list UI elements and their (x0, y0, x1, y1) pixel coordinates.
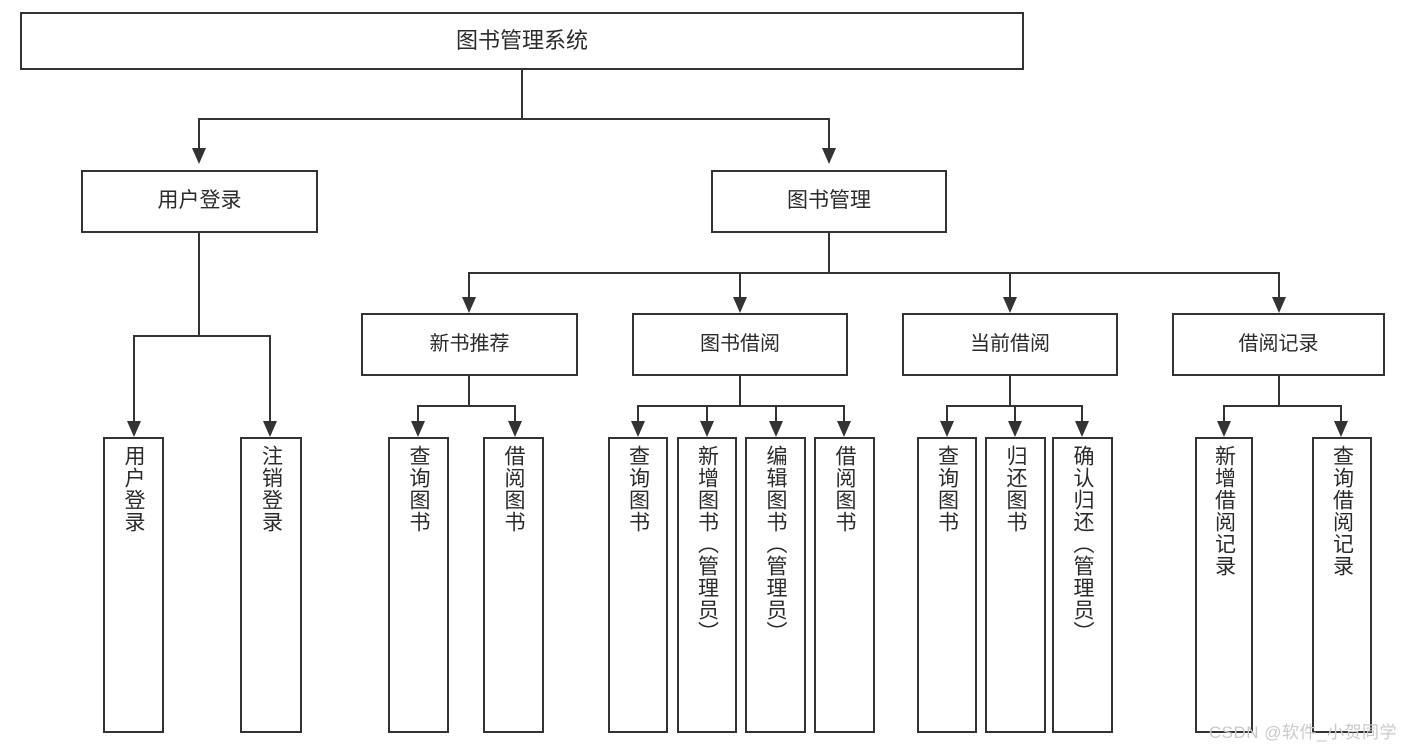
leaf-label: 新增借阅记录 (1212, 445, 1236, 577)
leaf-label: 借阅图书 (833, 445, 856, 533)
arrowhead-cb-leaf-2 (1008, 421, 1022, 437)
leaf-user-login-login[interactable]: 用户登录 (103, 437, 164, 733)
leaf-user-login-logout[interactable]: 注销登录 (240, 437, 302, 733)
connector-new-book-stem (468, 376, 470, 405)
arrowhead-nb-leaf-1 (411, 421, 425, 437)
leaf-label: 注销登录 (259, 445, 283, 533)
arrowhead-ul-leaf-1 (127, 421, 141, 437)
leaf-label: 新增图书（管理员） (695, 445, 719, 643)
connector-drop-new-book (468, 272, 470, 299)
node-label: 用户登录 (157, 189, 242, 213)
arrowhead-cb-leaf-3 (1075, 421, 1089, 437)
node-label: 图书管理系统 (455, 28, 588, 54)
connector-drop-bb-leaf-2 (706, 405, 708, 423)
connector-book-manage-stem (828, 233, 830, 272)
leaf-book-borrow-borrow[interactable]: 借阅图书 (814, 437, 875, 733)
node-label: 图书借阅 (700, 332, 780, 355)
leaf-label: 确认归还（管理员） (1071, 445, 1094, 643)
node-current-borrow[interactable]: 当前借阅 (902, 313, 1118, 376)
connector-drop-nb-leaf-2 (514, 405, 516, 423)
leaf-label: 查询图书 (407, 445, 430, 533)
leaf-book-borrow-edit[interactable]: 编辑图书（管理员） (745, 437, 806, 733)
connector-drop-bb-leaf-3 (775, 405, 777, 423)
connector-borrow-record-stem (1278, 376, 1280, 405)
arrowhead-cb-leaf-1 (940, 421, 954, 437)
connector-new-book-bus (417, 405, 516, 407)
connector-drop-ul-leaf-2 (269, 335, 271, 423)
node-book-borrow[interactable]: 图书借阅 (632, 313, 848, 376)
arrowhead-bb-leaf-3 (769, 421, 783, 437)
arrowhead-new-book (462, 297, 476, 313)
connector-drop-borrow-record (1278, 272, 1280, 299)
arrowhead-user-login (192, 148, 206, 164)
arrowhead-borrow-record (1272, 297, 1286, 313)
node-label: 图书管理 (787, 189, 871, 213)
connector-root-stem (521, 70, 523, 118)
connector-drop-cb-leaf-1 (946, 405, 948, 423)
connector-borrow-record-bus (1223, 405, 1342, 407)
connector-level1-bus (198, 118, 830, 120)
arrowhead-br-leaf-2 (1334, 421, 1348, 437)
leaf-borrow-record-query[interactable]: 查询借阅记录 (1312, 437, 1372, 733)
leaf-label: 查询图书 (935, 445, 959, 533)
leaf-label: 编辑图书（管理员） (764, 445, 787, 643)
leaf-new-book-query[interactable]: 查询图书 (388, 437, 449, 733)
connector-user-login-stem (198, 233, 200, 335)
node-book-management[interactable]: 图书管理 (711, 170, 947, 233)
node-label: 借阅记录 (1238, 332, 1319, 355)
leaf-label: 查询图书 (626, 445, 650, 533)
leaf-label: 用户登录 (122, 445, 145, 533)
connector-drop-cb-leaf-3 (1081, 405, 1083, 423)
arrowhead-bb-leaf-1 (631, 421, 645, 437)
arrowhead-br-leaf-1 (1217, 421, 1231, 437)
arrowhead-bb-leaf-2 (700, 421, 714, 437)
leaf-book-borrow-query[interactable]: 查询图书 (608, 437, 668, 733)
node-label: 当前借阅 (970, 332, 1050, 355)
node-label: 新书推荐 (429, 332, 510, 355)
arrowhead-nb-leaf-2 (508, 421, 522, 437)
connector-current-borrow-stem (1009, 376, 1011, 405)
node-new-book-recommend[interactable]: 新书推荐 (361, 313, 578, 376)
connector-drop-nb-leaf-1 (417, 405, 419, 423)
leaf-label: 查询借阅记录 (1330, 445, 1354, 577)
node-root-system[interactable]: 图书管理系统 (20, 12, 1024, 70)
connector-drop-br-leaf-2 (1340, 405, 1342, 423)
connector-drop-book-manage (828, 118, 830, 150)
connector-user-login-bus (133, 335, 271, 337)
node-borrow-record[interactable]: 借阅记录 (1172, 313, 1385, 376)
leaf-borrow-record-add[interactable]: 新增借阅记录 (1195, 437, 1253, 733)
arrowhead-bb-leaf-4 (837, 421, 851, 437)
connector-drop-br-leaf-1 (1223, 405, 1225, 423)
arrowhead-current-borrow (1003, 297, 1017, 313)
connector-drop-book-borrow (739, 272, 741, 299)
connector-drop-current-borrow (1009, 272, 1011, 299)
connector-book-borrow-stem (739, 376, 741, 405)
leaf-new-book-borrow[interactable]: 借阅图书 (483, 437, 544, 733)
connector-book-borrow-bus (637, 405, 845, 407)
connector-drop-bb-leaf-1 (637, 405, 639, 423)
leaf-current-borrow-confirm[interactable]: 确认归还（管理员） (1052, 437, 1113, 733)
connector-drop-ul-leaf-1 (133, 335, 135, 423)
arrowhead-book-manage (822, 148, 836, 164)
arrowhead-ul-leaf-2 (263, 421, 277, 437)
connector-drop-cb-leaf-2 (1014, 405, 1016, 423)
leaf-current-borrow-query[interactable]: 查询图书 (917, 437, 977, 733)
leaf-current-borrow-return[interactable]: 归还图书 (985, 437, 1046, 733)
leaf-label: 归还图书 (1004, 445, 1027, 533)
connector-drop-user-login (198, 118, 200, 150)
connector-drop-bb-leaf-4 (843, 405, 845, 423)
node-user-login[interactable]: 用户登录 (81, 170, 318, 233)
leaf-book-borrow-add[interactable]: 新增图书（管理员） (677, 437, 737, 733)
arrowhead-book-borrow (733, 297, 747, 313)
leaf-label: 借阅图书 (502, 445, 525, 533)
connector-book-manage-bus (468, 272, 1280, 274)
